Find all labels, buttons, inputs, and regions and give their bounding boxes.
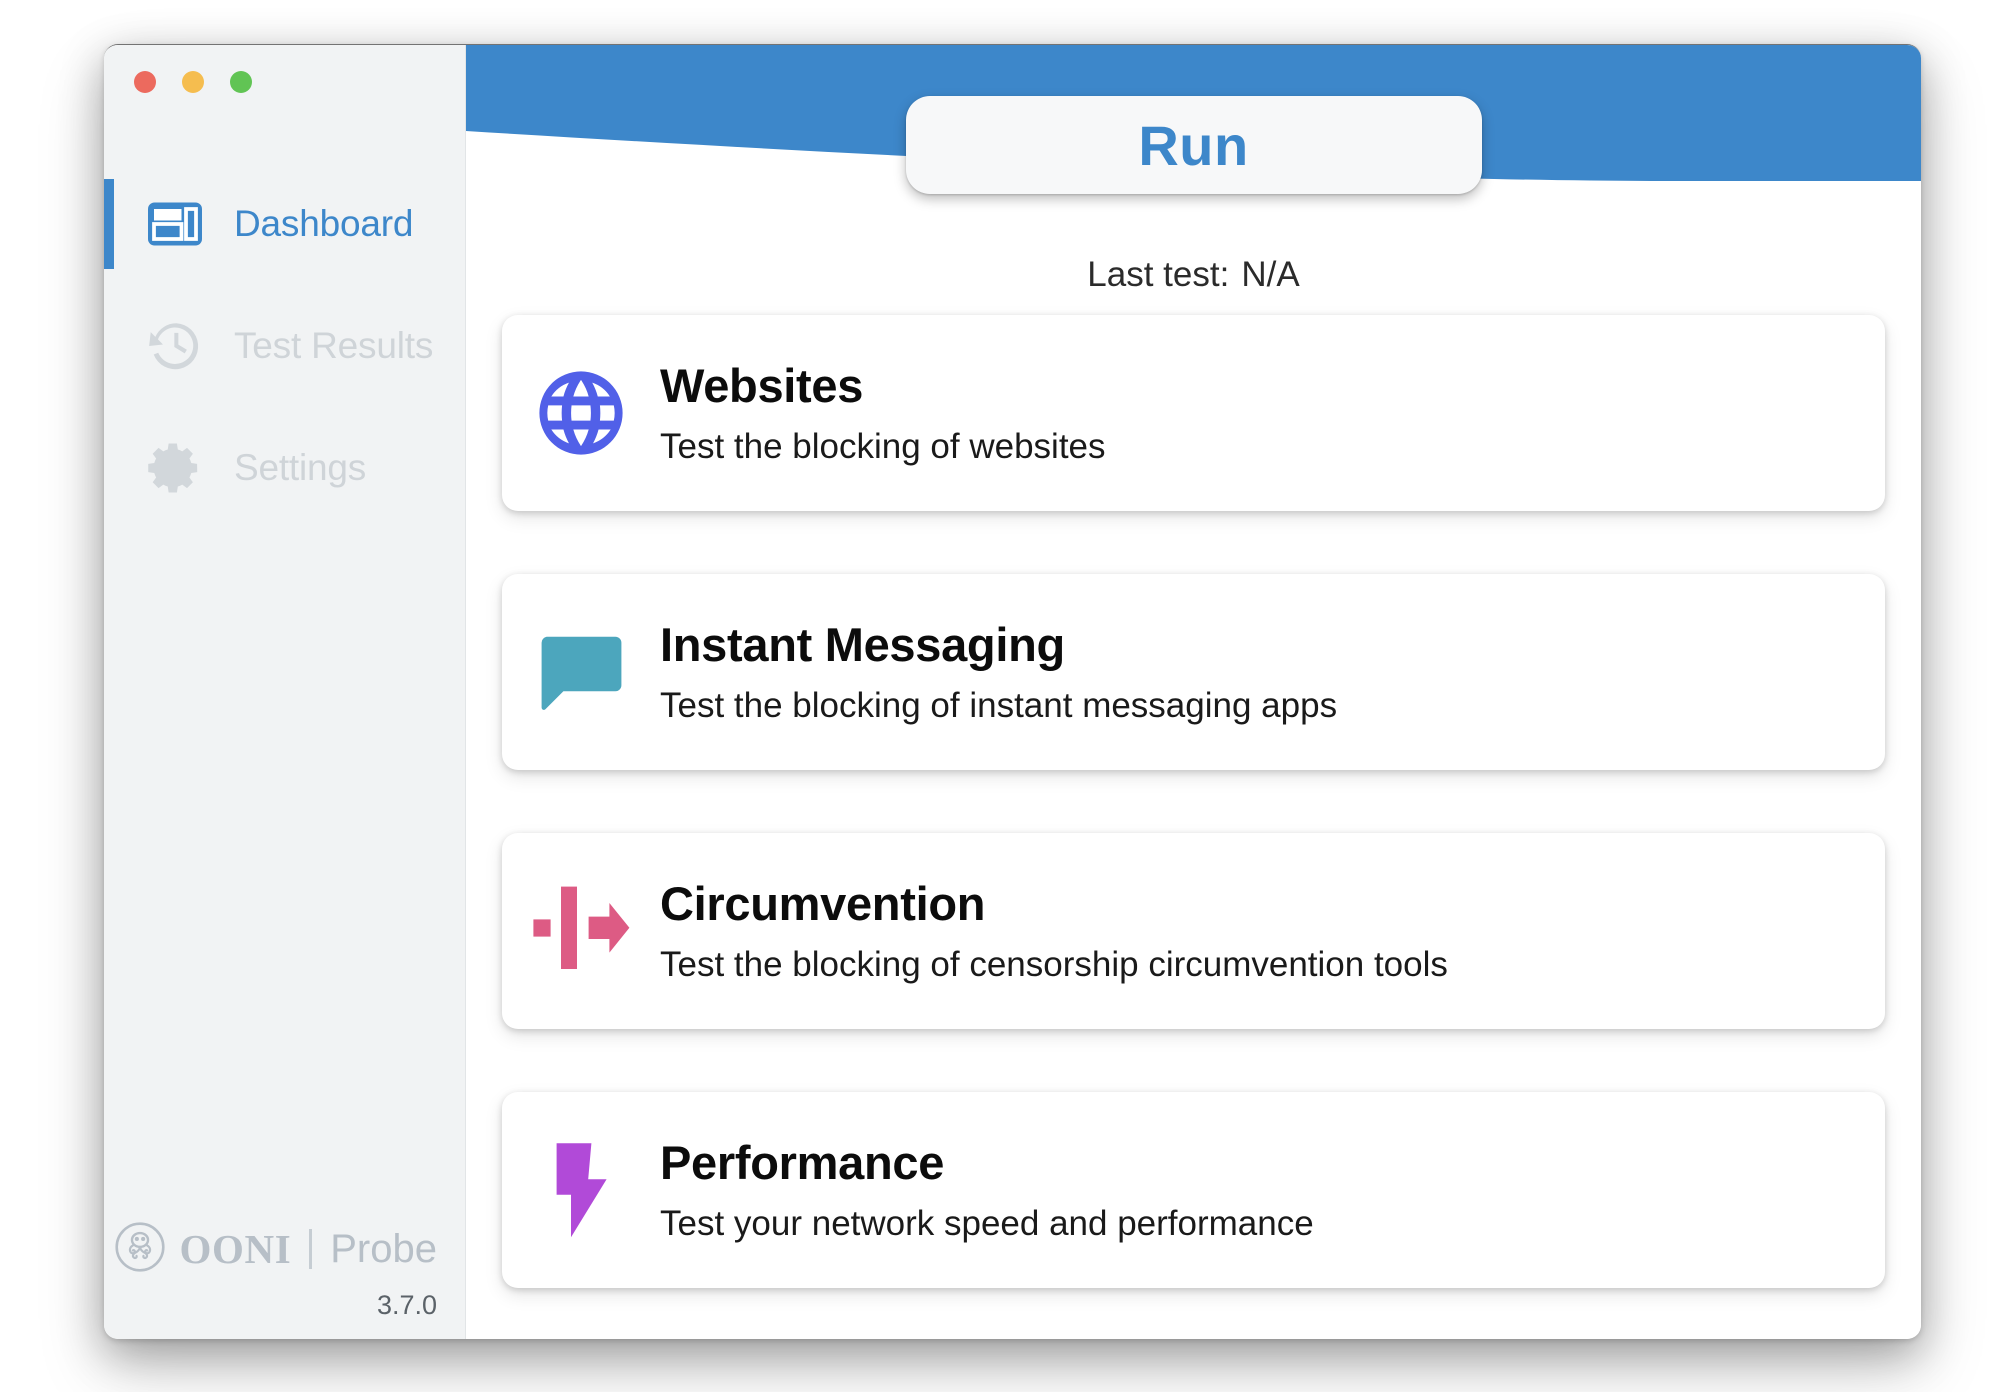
brand-divider xyxy=(309,1229,313,1269)
minimize-window-button[interactable] xyxy=(182,71,204,93)
last-test-status: Last test: N/A xyxy=(466,255,1921,295)
card-title: Circumvention xyxy=(660,877,986,930)
close-window-button[interactable] xyxy=(134,71,156,93)
brand-name: OONI xyxy=(179,1226,292,1272)
card-text: Circumvention Test the blocking of censo… xyxy=(660,880,1885,982)
sidebar-item-label: Settings xyxy=(234,447,367,488)
test-card-instant-messaging[interactable]: Instant Messaging Test the blocking of i… xyxy=(502,574,1885,770)
zoom-window-button[interactable] xyxy=(230,71,252,93)
test-card-websites[interactable]: Websites Test the blocking of websites xyxy=(502,315,1885,511)
test-card-performance[interactable]: Performance Test your network speed and … xyxy=(502,1092,1885,1288)
test-card-circumvention[interactable]: Circumvention Test the blocking of censo… xyxy=(502,833,1885,1029)
test-cards-list: Websites Test the blocking of websites I… xyxy=(502,315,1885,1339)
ooni-probe-brand: OONI Probe xyxy=(104,1221,437,1277)
card-title: Performance xyxy=(660,1136,945,1189)
card-text: Performance Test your network speed and … xyxy=(660,1139,1885,1241)
card-text: Instant Messaging Test the blocking of i… xyxy=(660,621,1885,723)
sidebar-item-dashboard[interactable]: Dashboard xyxy=(104,163,465,285)
last-test-value: N/A xyxy=(1241,255,1300,294)
main-content: Run Last test: N/A Websites Test the bloc… xyxy=(466,45,1921,1339)
gear-icon xyxy=(142,435,208,501)
app-window: Dashboard Test Results xyxy=(104,44,1921,1339)
card-text: Websites Test the blocking of websites xyxy=(660,362,1885,464)
sidebar: Dashboard Test Results xyxy=(104,45,466,1339)
app-version: 3.7.0 xyxy=(376,1290,437,1320)
card-description: Test your network speed and performance xyxy=(660,1204,1314,1243)
card-description: Test the blocking of websites xyxy=(660,427,1106,466)
circumvention-arrow-icon xyxy=(502,883,660,979)
dashboard-icon xyxy=(142,191,208,257)
chat-bubble-icon xyxy=(502,624,660,720)
card-description: Test the blocking of instant messaging a… xyxy=(660,686,1338,725)
last-test-label: Last test: xyxy=(1087,255,1230,294)
sidebar-item-settings[interactable]: Settings xyxy=(104,407,465,529)
card-description: Test the blocking of censorship circumve… xyxy=(660,945,1448,984)
lightning-bolt-icon xyxy=(502,1140,660,1240)
sidebar-nav: Dashboard Test Results xyxy=(104,163,465,529)
run-button[interactable]: Run xyxy=(905,96,1482,194)
sidebar-item-test-results[interactable]: Test Results xyxy=(104,285,465,407)
ooni-octopus-logo-icon xyxy=(114,1221,166,1277)
globe-icon xyxy=(502,365,660,461)
sidebar-item-label: Test Results xyxy=(234,325,434,366)
card-title: Websites xyxy=(660,359,864,412)
window-traffic-lights xyxy=(134,71,252,93)
active-indicator-bar xyxy=(104,179,114,269)
run-button-label: Run xyxy=(1138,113,1249,177)
sidebar-item-label: Dashboard xyxy=(234,203,414,244)
brand-product: Probe xyxy=(330,1226,437,1271)
card-title: Instant Messaging xyxy=(660,618,1065,671)
history-clock-icon xyxy=(142,313,208,379)
